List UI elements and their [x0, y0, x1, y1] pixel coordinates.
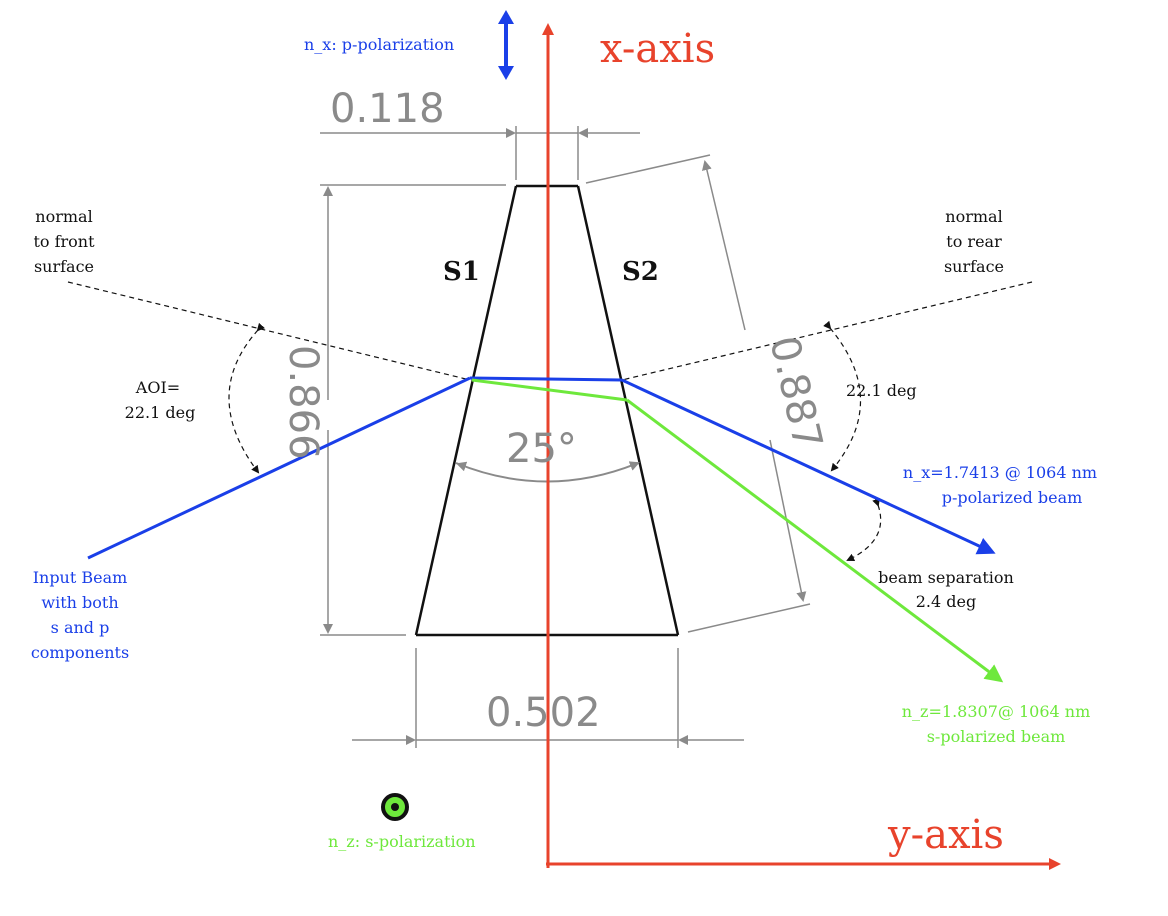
apex-angle-value: 25° [506, 426, 577, 472]
input-beam-label: Input Beam with both s and p components [31, 568, 129, 662]
aoi-line-1: AOI= [135, 378, 180, 397]
rear-angle-label: 22.1 deg [846, 381, 917, 400]
input-beam-line-3: s and p [51, 618, 110, 637]
beam-separation-label: beam separation 2.4 deg [878, 568, 1014, 611]
s-beam-label: n_z=1.8307@ 1064 nm s-polarized beam [902, 702, 1091, 746]
aoi-arc [228, 322, 265, 474]
y-axis-label: y-axis [887, 812, 1004, 858]
dim-top-value: 0.118 [330, 86, 445, 132]
dim-height-value: 0.866 [280, 345, 326, 460]
input-beam-line-2: with both [41, 593, 118, 612]
p-beam-line-2: p-polarized beam [942, 488, 1083, 507]
normal-rear-line-2: to rear [946, 232, 1002, 251]
dim-side-arrow-up [701, 160, 746, 331]
wedge-surface-s1 [414, 185, 518, 636]
wedge-surface-s2 [576, 185, 680, 636]
axis-labels: x-axis y-axis [600, 26, 1004, 858]
rear-angle-arc [823, 320, 862, 472]
input-beam-line-1: Input Beam [33, 568, 128, 587]
normal-front-line-2: to front [33, 232, 95, 251]
separation-line-2: 2.4 deg [916, 592, 976, 611]
p-beam-line-1: n_x=1.7413 @ 1064 nm [903, 463, 1097, 482]
input-beam-line-4: components [31, 643, 129, 662]
normal-rear-label: normal to rear surface [944, 207, 1004, 276]
normal-front-line [67, 281, 471, 381]
input-beam-line [87, 376, 471, 560]
separation-arc [846, 498, 882, 562]
normal-front-line-3: surface [34, 257, 94, 276]
normal-front-line-1: normal [35, 207, 92, 226]
surface-normals [67, 281, 1033, 562]
p-beam-inside [469, 376, 623, 382]
dim-side-ext-top [585, 154, 711, 184]
aoi-label: AOI= 22.1 deg [125, 378, 196, 422]
aoi-line-2: 22.1 deg [125, 403, 196, 422]
normal-rear-line-1: normal [945, 207, 1002, 226]
normal-rear-line [621, 281, 1033, 381]
beams [87, 376, 1004, 683]
dim-side-ext-bottom [687, 603, 811, 633]
p-polarization-arrow-icon [498, 10, 514, 80]
nz-polarization-label: n_z: s-polarization [328, 832, 476, 851]
s-beam-line-2: s-polarized beam [927, 727, 1066, 746]
surface-s2-label: S2 [622, 257, 659, 287]
dim-side-value: 0.887 [760, 332, 831, 454]
normal-rear-line-3: surface [944, 257, 1004, 276]
p-beam-label: n_x=1.7413 @ 1064 nm p-polarized beam [903, 463, 1097, 507]
s-beam-exit [626, 398, 1004, 683]
s-polarization-dot-icon [381, 793, 409, 821]
separation-line-1: beam separation [878, 568, 1014, 587]
s-beam-line-1: n_z=1.8307@ 1064 nm [902, 702, 1091, 721]
nx-polarization-label: n_x: p-polarization [304, 35, 454, 54]
dim-bottom-value: 0.502 [486, 690, 601, 736]
surface-s1-label: S1 [443, 257, 480, 287]
s-beam-inside [471, 378, 628, 402]
x-axis-label: x-axis [600, 26, 715, 72]
p-beam-exit [621, 378, 996, 555]
coordinate-axes [542, 23, 1061, 870]
normal-front-label: normal to front surface [33, 207, 95, 276]
